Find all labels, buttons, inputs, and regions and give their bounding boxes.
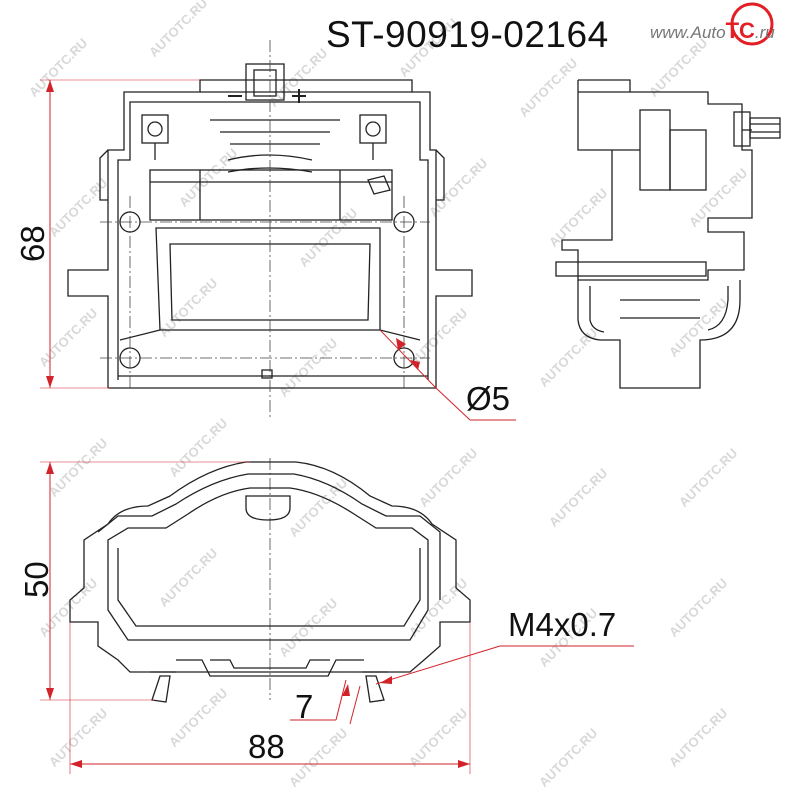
center-lines — [100, 40, 430, 700]
side-view — [555, 79, 781, 389]
brand-logo-letters: TC — [725, 18, 755, 43]
dimension-width: 88 — [248, 728, 285, 765]
brand-suffix: .ru — [754, 23, 775, 42]
dimension-lines — [40, 79, 634, 774]
dimension-height-50: 50 — [18, 561, 55, 598]
dimension-hole-diameter: Ø5 — [466, 380, 511, 417]
dimension-height-68: 68 — [14, 225, 51, 262]
dimension-pin-spacing: 7 — [295, 688, 314, 725]
brand-prefix: www.Auto — [650, 23, 726, 42]
part-number: ST-90919-02164 — [326, 14, 609, 55]
autotc-logo — [730, 2, 774, 46]
dimension-thread: M4x0.7 — [508, 606, 617, 643]
brand-url: www.AutoTC.ru — [650, 18, 775, 44]
bottom-view — [69, 461, 471, 703]
